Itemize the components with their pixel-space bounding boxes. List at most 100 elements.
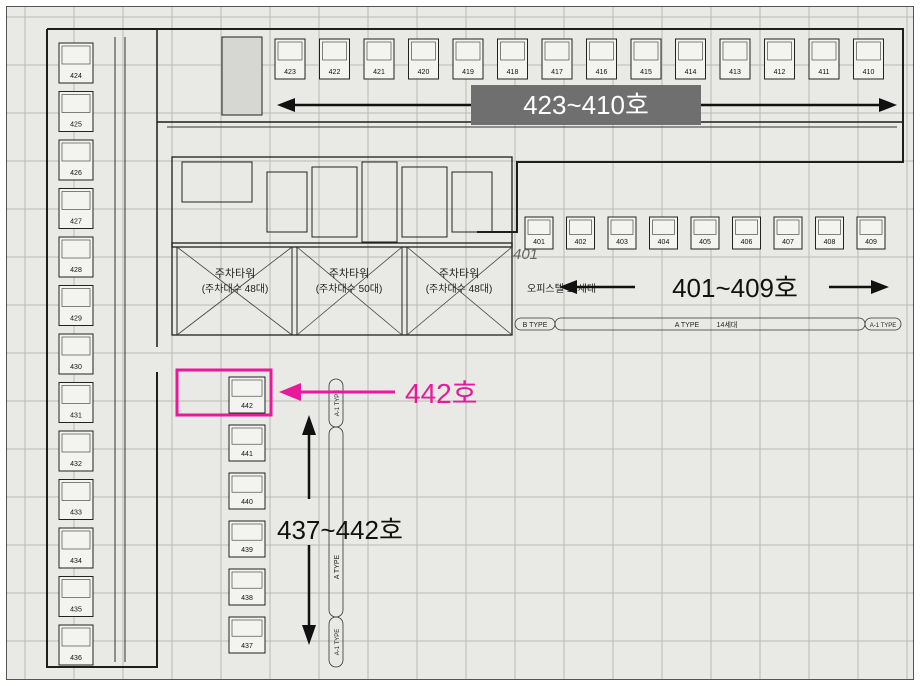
- top-unit: 415: [630, 38, 662, 80]
- parking-label-3-line2: (주차대수 48대): [426, 283, 493, 295]
- left-unit: 434: [58, 527, 94, 569]
- inner-unit: 438: [228, 568, 266, 606]
- a1-vertical-bot: A-1 TYPE: [335, 629, 341, 656]
- left-unit: 426: [58, 139, 94, 181]
- left-unit: 429: [58, 285, 94, 326]
- right-unit-number: 401: [533, 239, 545, 246]
- parking-label-2-line1: 주차타워: [329, 267, 369, 280]
- top-unit-number: 423: [284, 69, 296, 76]
- top-unit-number: 418: [507, 69, 519, 76]
- top-unit-number: 416: [596, 69, 608, 76]
- right-range-label: 401~409호: [672, 273, 798, 303]
- top-unit-number: 417: [551, 69, 563, 76]
- left-unit: 431: [58, 382, 94, 423]
- right-unit-number: 406: [741, 239, 753, 246]
- left-unit-number: 430: [70, 364, 82, 371]
- left-unit-number: 435: [70, 607, 82, 614]
- left-unit: 427: [58, 188, 94, 229]
- left-unit: 425: [58, 91, 94, 132]
- top-unit-number: 419: [462, 69, 474, 76]
- right-unit-number: 409: [865, 239, 877, 246]
- left-unit-number: 434: [70, 558, 82, 565]
- left-unit-number: 428: [70, 267, 82, 274]
- right-unit: 402: [566, 216, 595, 250]
- left-unit: 433: [58, 479, 94, 520]
- floor-plan-frame: 주차타워 (주차대수 48대) 주차타워 (주차대수 50대) 주차타워 (주차…: [6, 6, 914, 680]
- inner-unit: 437: [228, 616, 266, 654]
- parking-label-3-line1: 주차타워: [439, 267, 479, 280]
- top-unit: 419: [452, 38, 484, 80]
- handwritten-401: 401: [513, 246, 538, 263]
- right-unit: 407: [773, 216, 803, 250]
- right-unit-number: 408: [824, 239, 836, 246]
- top-unit: 413: [719, 38, 751, 80]
- parking-tower-1: 주차타워 (주차대수 48대): [176, 246, 293, 336]
- parking-towers: 주차타워 (주차대수 48대) 주차타워 (주차대수 50대) 주차타워 (주차…: [176, 246, 513, 336]
- top-unit: 411: [808, 38, 840, 80]
- floor-plan: 주차타워 (주차대수 48대) 주차타워 (주차대수 50대) 주차타워 (주차…: [7, 7, 913, 679]
- left-unit-number: 425: [70, 122, 82, 129]
- right-unit-number: 403: [616, 239, 628, 246]
- inner-unit-number: 440: [241, 499, 253, 506]
- left-unit-number: 429: [70, 316, 82, 323]
- right-unit-number: 405: [699, 239, 711, 246]
- a1-vertical-top: A-1 TYPE: [335, 390, 341, 417]
- right-unit: 401: [524, 216, 554, 250]
- inner-unit-number: 439: [241, 547, 253, 554]
- units-inner-column: 442 441 440 439 438 437: [228, 376, 266, 654]
- inner-unit-number: 442: [241, 403, 253, 410]
- inner-unit: 440: [228, 472, 266, 510]
- graph-grid: [7, 7, 913, 679]
- bottom-range-annotation: 437~442호: [277, 415, 403, 645]
- left-unit-number: 426: [70, 170, 82, 177]
- right-unit: 403: [607, 216, 637, 250]
- office-note: 오피스텔 14세대: [527, 283, 596, 295]
- top-unit-number: 422: [329, 69, 341, 76]
- top-unit-number: 421: [373, 69, 385, 76]
- top-unit: 417: [541, 38, 573, 80]
- corridor-lines: [114, 37, 897, 662]
- inner-unit-number: 437: [241, 643, 253, 650]
- top-unit: 410: [853, 38, 884, 80]
- inner-unit: 439: [228, 520, 266, 558]
- highlight-unit-annotation: 442호: [175, 368, 477, 417]
- parking-tower-3: 주차타워 (주차대수 48대): [406, 246, 513, 336]
- stair-core: [181, 36, 493, 243]
- top-unit-number: 411: [818, 69, 829, 76]
- left-unit-number: 436: [70, 655, 82, 662]
- units-left-column: 424 425 426 427 428 429 430 431 432 433 434 435 436: [58, 42, 94, 666]
- atype-count: 14세대: [717, 320, 738, 329]
- left-unit: 432: [58, 430, 94, 472]
- right-unit: 406: [732, 216, 761, 250]
- top-unit-number: 415: [640, 69, 652, 76]
- right-unit: 405: [690, 216, 720, 250]
- highlight-box: [175, 368, 273, 417]
- left-unit-number: 432: [70, 461, 82, 468]
- type-bars: B TYPE A TYPE 14세대 A-1 TYPE A-1 TYPE A T…: [328, 317, 902, 668]
- left-unit-number: 424: [70, 73, 82, 80]
- left-unit: 430: [58, 333, 94, 375]
- right-range-annotation: 401~409호: [559, 273, 889, 303]
- parking-tower-2: 주차타워 (주차대수 50대): [296, 246, 403, 336]
- top-unit-number: 410: [863, 69, 875, 76]
- top-unit-number: 420: [418, 69, 430, 76]
- left-unit: 424: [58, 42, 94, 84]
- top-unit: 414: [675, 38, 706, 80]
- parking-label-1-line2: (주차대수 48대): [202, 283, 269, 295]
- inner-unit: 441: [228, 424, 266, 462]
- top-unit: 421: [363, 38, 395, 80]
- bottom-range-label: 437~442호: [277, 515, 403, 545]
- right-unit-number: 407: [782, 239, 794, 246]
- top-unit: 423: [274, 38, 306, 80]
- top-range-label: 423~410호: [523, 90, 649, 120]
- a-vertical-mid: A TYPE: [334, 554, 341, 579]
- left-unit: 435: [58, 576, 94, 617]
- left-unit-number: 427: [70, 219, 82, 226]
- top-unit: 412: [764, 38, 795, 80]
- atype-label: A TYPE: [675, 322, 700, 329]
- top-unit: 422: [319, 38, 350, 80]
- left-unit-number: 433: [70, 510, 82, 517]
- top-unit-number: 414: [685, 69, 697, 76]
- top-unit: 416: [586, 38, 617, 80]
